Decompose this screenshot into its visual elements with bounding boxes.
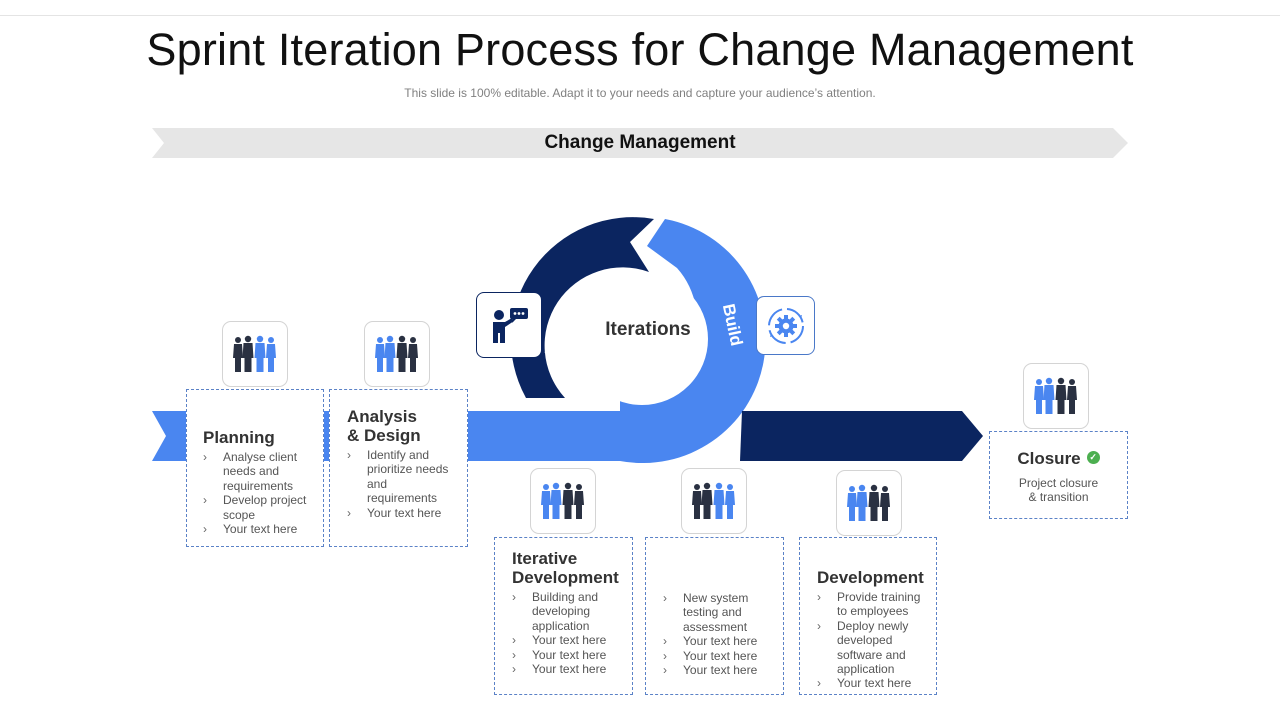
planning-item: Develop project scope [203,493,313,522]
analysis-item: Identify and prioritize needs and requir… [347,448,457,506]
iterations-hub [576,273,708,405]
planning-title: Planning [203,428,275,447]
testing-item: Your text here [663,634,773,649]
development-card: Development Provide training to employee… [799,537,937,695]
planning-team-icon [222,321,288,387]
page-subtitle: This slide is 100% editable. Adapt it to… [404,86,876,100]
checkmark-icon: ✓ [1086,451,1100,465]
development-item: Deploy newly developed software and appl… [817,619,926,677]
development-title: Development [817,568,924,587]
testing-list: New system testing and assessment Your t… [663,591,773,678]
testing-team-icon [681,468,747,534]
testing-card: New system testing and assessment Your t… [645,537,784,695]
banner-label: Change Management [544,132,736,153]
analysis-item: Your text here [347,506,457,521]
closure-title: Closure✓ [998,449,1119,468]
development-item: Provide training to employees [817,590,926,619]
closure-description: Project closure& transition [1018,476,1099,505]
development-list: Provide training to employees Deploy new… [817,590,926,691]
analysis-title: Analysis& Design [347,407,421,445]
dark-blue-exit-arrow [740,411,983,461]
iterations-label: Iterations [605,319,691,340]
planning-item: Analyse client needs and requirements [203,450,313,493]
change-management-banner [152,128,1128,158]
testing-item: Your text here [663,649,773,664]
iterative-team-icon [530,468,596,534]
review-presenter-icon [476,292,542,358]
top-divider [0,15,1280,16]
testing-item: Your text here [663,663,773,678]
iterative-item: Your text here [512,662,622,677]
development-item: Your text here [817,676,926,691]
build-gear-icon [756,296,815,355]
closure-team-icon [1023,363,1089,429]
iterative-item: Your text here [512,648,622,663]
iterative-list: Building and developing application Your… [512,590,622,677]
review-arc [510,217,654,398]
iterative-item: Building and developing application [512,590,622,633]
analysis-team-icon [364,321,430,387]
testing-item: New system testing and assessment [663,591,773,634]
page-title: Sprint Iteration Process for Change Mana… [146,24,1134,75]
closure-card: Closure✓ Project closure& transition [989,431,1128,519]
analysis-card: Analysis& Design Identify and prioritize… [329,389,468,547]
development-team-icon [836,470,902,536]
planning-card: Planning Analyse client needs and requir… [186,389,324,547]
planning-list: Analyse client needs and requirements De… [203,450,313,537]
iterative-item: Your text here [512,633,622,648]
analysis-list: Identify and prioritize needs and requir… [347,448,457,520]
planning-item: Your text here [203,522,313,537]
